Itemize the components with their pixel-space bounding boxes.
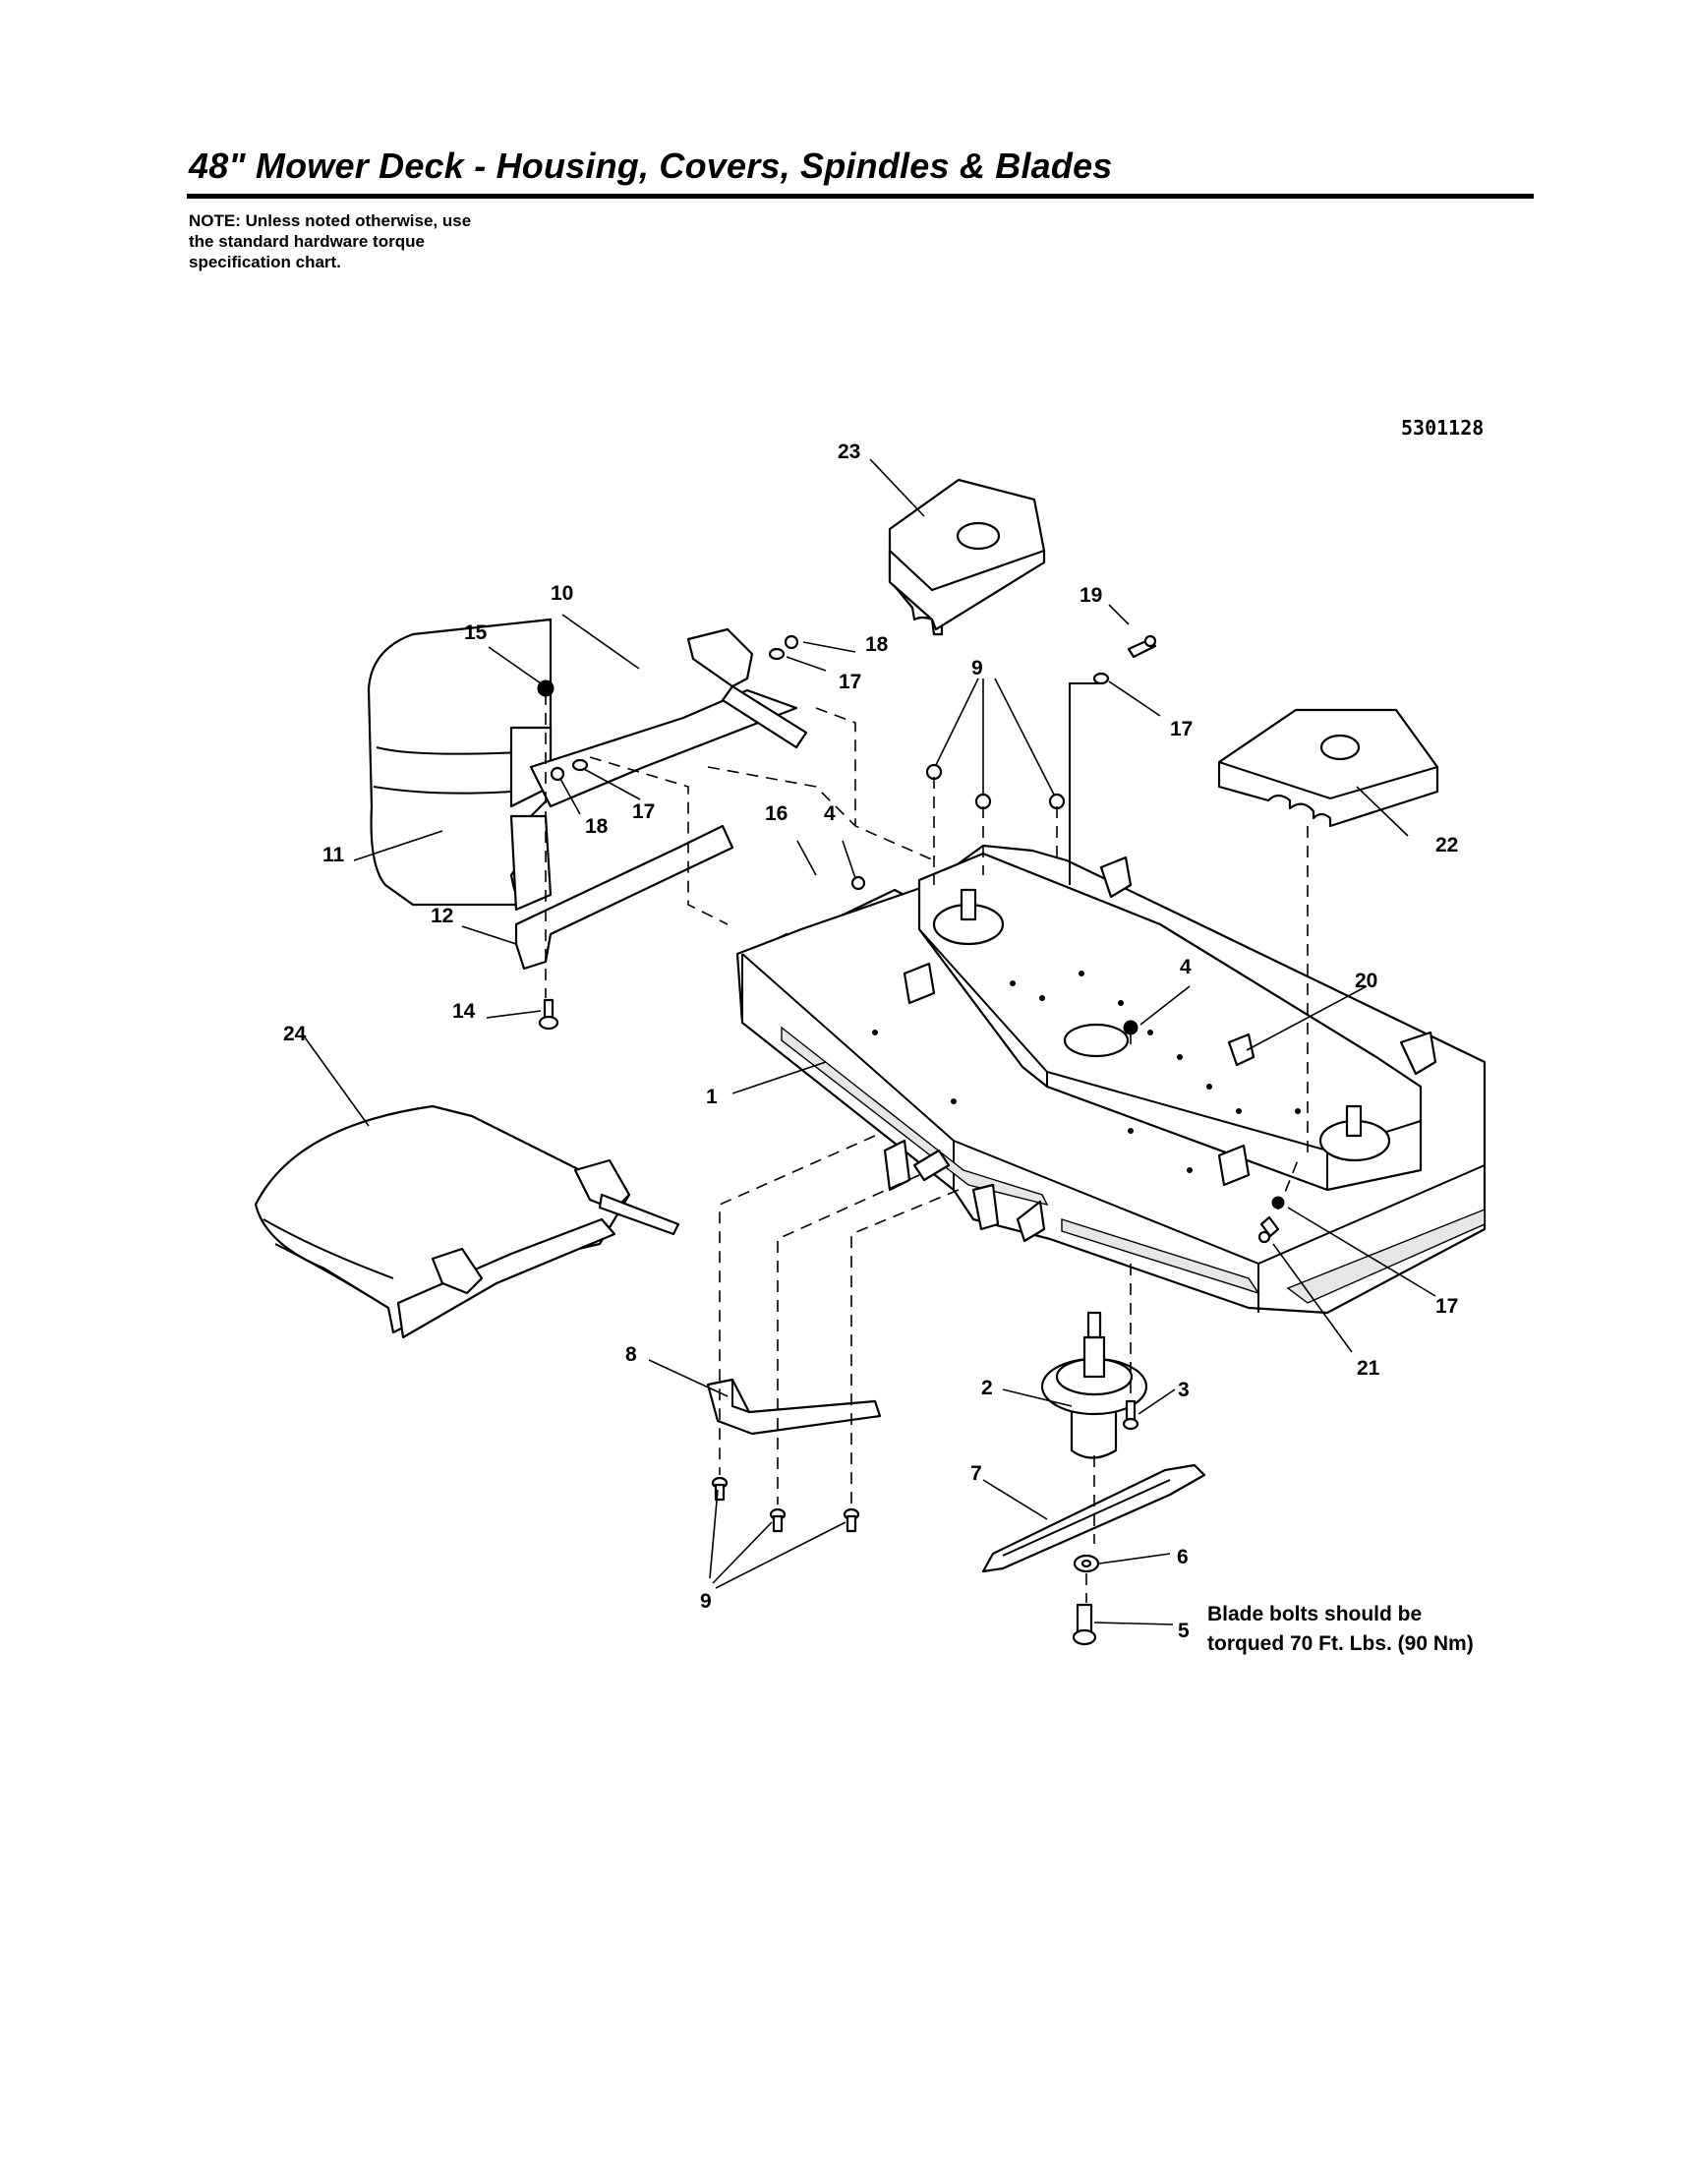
- blade-note-line-1: Blade bolts should be: [1207, 1603, 1422, 1625]
- part-3-spindle-bolt: [1122, 1399, 1139, 1431]
- callout-13: 12: [431, 905, 453, 927]
- part-23-shield: [888, 478, 1046, 636]
- callout-11: 10: [551, 582, 573, 605]
- assembly-lines: [545, 682, 1309, 1603]
- part-8-baffle-bracket: [706, 1378, 882, 1436]
- part-10-nuts: [925, 763, 1066, 810]
- part-18-nut-upper: [784, 634, 799, 650]
- figure-number: 5301128: [1401, 416, 1485, 440]
- callout-5: 5: [1178, 1620, 1190, 1642]
- part-13-hinge-plate: [514, 824, 734, 971]
- callout-17-lower: 17: [632, 800, 655, 823]
- part-18-nut-lower: [550, 766, 565, 782]
- note-line-1: NOTE: Unless noted otherwise, use: [189, 211, 472, 230]
- page-title: 48" Mower Deck - Housing, Covers, Spindl…: [189, 146, 1113, 186]
- callout-21: 21: [1357, 1357, 1380, 1380]
- part-22-shield: [1217, 708, 1439, 828]
- callout-22: 22: [1435, 834, 1458, 856]
- note-line-2: the standard hardware torque: [189, 232, 425, 251]
- callout-20: 20: [1355, 970, 1377, 992]
- part-4-nut-left: [850, 875, 866, 891]
- blade-torque-note: Blade bolts should be torqued 70 Ft. Lbs…: [1207, 1603, 1474, 1655]
- callout-labels: 23 10 15 18 17 19 17 9 18 17 16 4 22 11 …: [283, 441, 1458, 1642]
- torque-note: NOTE: Unless noted otherwise, use the st…: [189, 210, 602, 272]
- part-9-bolts: [711, 1476, 860, 1533]
- callout-17-right: 17: [1170, 718, 1193, 740]
- callout-4-left: 4: [824, 802, 836, 825]
- callout-14: 14: [452, 1000, 476, 1023]
- callout-8: 8: [625, 1343, 637, 1366]
- callout-10: 9: [971, 657, 983, 679]
- part-24-mulching-cover: [254, 1104, 680, 1339]
- callout-23: 23: [838, 441, 860, 463]
- part-4-nut-right: [1123, 1020, 1138, 1035]
- callout-17-upper: 17: [839, 671, 861, 693]
- callout-17-front: 17: [1435, 1295, 1458, 1318]
- part-11-chute-bracket: [529, 627, 808, 808]
- callout-9: 9: [700, 1590, 712, 1613]
- callout-3: 3: [1178, 1379, 1190, 1401]
- leader-lines: [304, 458, 1436, 1625]
- callout-16: 16: [765, 802, 788, 825]
- part-6-washer: [1073, 1554, 1100, 1573]
- part-14-bolt: [538, 998, 559, 1031]
- part-12-discharge-chute: [367, 618, 553, 912]
- callout-12: 11: [322, 844, 345, 866]
- callout-19: 19: [1080, 584, 1102, 607]
- part-21-bolt: [1257, 1215, 1280, 1244]
- blade-note-line-2: torqued 70 Ft. Lbs. (90 Nm): [1207, 1632, 1474, 1655]
- part-17-washer-lower: [571, 758, 589, 772]
- part-1-deck-housing: [735, 844, 1487, 1315]
- callout-6: 6: [1177, 1546, 1189, 1568]
- title-rule: [187, 194, 1534, 199]
- note-line-3: specification chart.: [189, 253, 341, 271]
- callout-2: 2: [981, 1377, 993, 1399]
- callout-7: 7: [970, 1462, 982, 1485]
- callout-18-upper: 18: [865, 633, 889, 656]
- part-17-washer-right: [1092, 672, 1110, 685]
- part-5-blade-bolt: [1072, 1603, 1097, 1646]
- callout-24: 24: [283, 1023, 307, 1045]
- part-2-spindle: [1040, 1311, 1148, 1459]
- part-17-washer-upper: [768, 647, 786, 661]
- part-19-bolt: [1127, 634, 1157, 659]
- callout-15: 15: [464, 621, 488, 644]
- part-20-clip: [1227, 1033, 1255, 1067]
- callout-18-lower: 18: [585, 815, 609, 838]
- callout-1: 1: [706, 1086, 718, 1108]
- callout-4-right: 4: [1180, 956, 1192, 978]
